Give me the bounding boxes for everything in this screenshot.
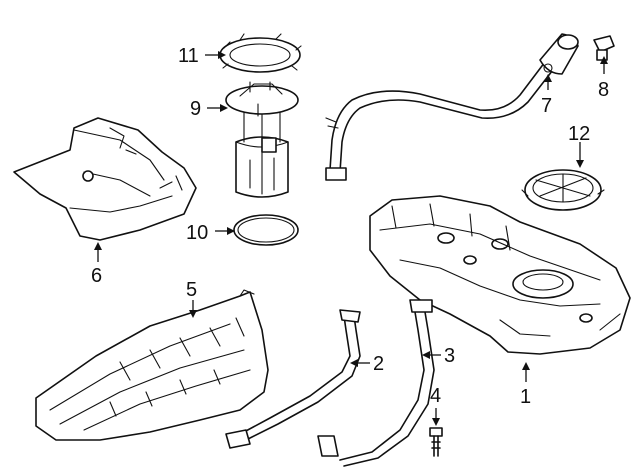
callout-10: 10 [186,222,208,244]
part-vent-cover [521,169,605,211]
callout-2: 2 [373,353,384,375]
part-lock-ring [219,33,302,73]
callout-6: 6 [91,265,102,287]
callout-11: 11 [178,45,199,67]
part-tank-strap-rear [317,299,435,467]
part-tank-strap-front [225,309,361,449]
callout-12: 12 [568,123,590,145]
callout-8: 8 [598,79,609,101]
callout-9: 9 [190,98,201,120]
part-heat-shield [13,117,197,241]
callout-1: 1 [520,386,531,408]
callout-7: 7 [541,95,552,117]
part-cap-bolt [593,35,615,61]
part-fuel-tank [369,195,631,355]
part-skid-plate [35,289,269,441]
part-filler-pipe [325,33,579,181]
part-fuel-pump-module [225,81,299,198]
callout-4: 4 [430,385,441,407]
part-bolt [429,427,443,457]
callout-5: 5 [186,279,197,301]
part-seal-ring [233,214,299,246]
callout-3: 3 [444,345,455,367]
callout-leaders [94,51,608,426]
